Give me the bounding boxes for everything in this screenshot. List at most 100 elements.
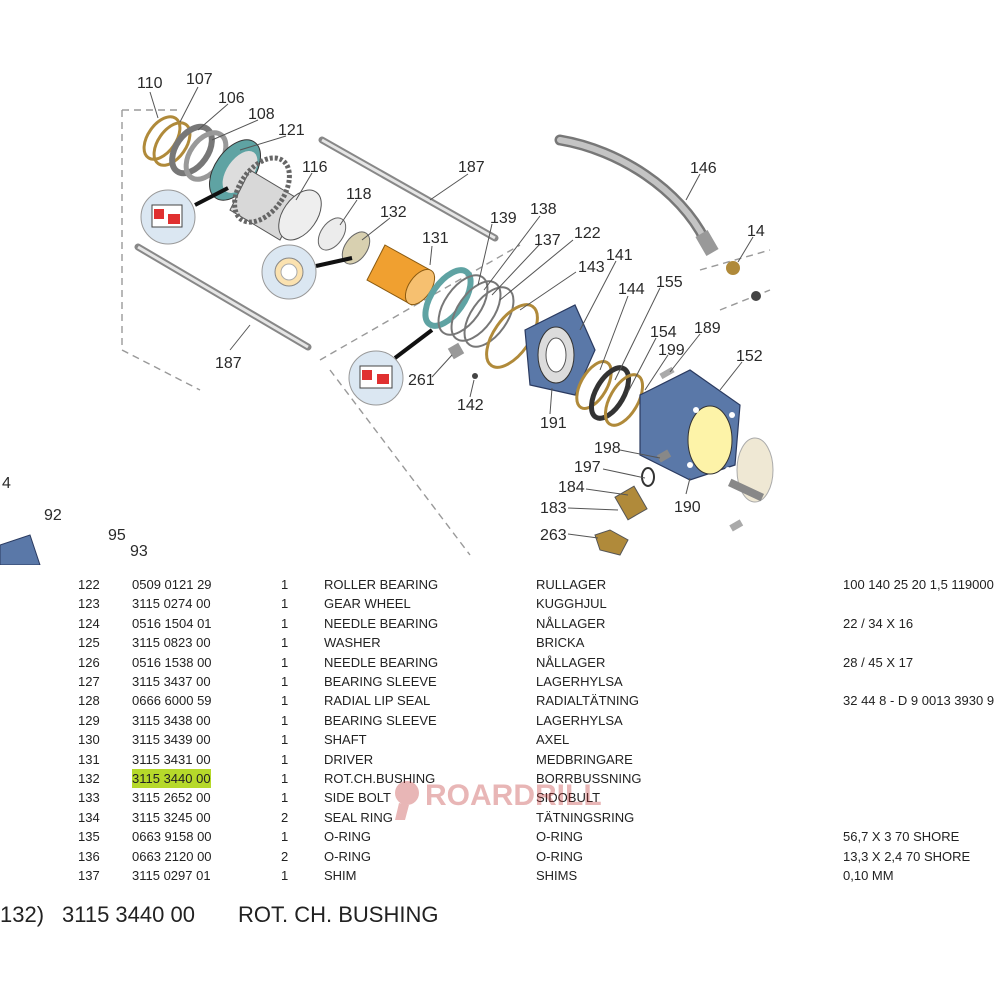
svg-text:ROARDRILL: ROARDRILL xyxy=(425,779,602,812)
svg-text:118: 118 xyxy=(346,186,372,203)
leader-lines xyxy=(149,86,754,539)
part-name-sv: O-RING xyxy=(536,848,583,864)
svg-text:187: 187 xyxy=(215,355,242,372)
part-name-sv: RULLAGER xyxy=(536,577,607,592)
svg-text:263: 263 xyxy=(540,527,567,544)
quantity: 2 xyxy=(281,848,289,864)
part-number: 3115 3431 00 xyxy=(132,751,211,767)
caption-part-number: 3115 3440 00 xyxy=(62,902,195,927)
part-index: 123 xyxy=(78,596,100,612)
part-name-sv: SHIMS xyxy=(536,868,578,883)
gear-116 xyxy=(209,139,322,241)
part-spec: 100 140 25 20 1,5 119000 xyxy=(843,577,994,592)
part-number: 3115 3439 00 xyxy=(132,732,211,748)
svg-text:155: 155 xyxy=(656,274,683,291)
quantity: 1 xyxy=(281,596,289,612)
part-name-en: ROT.CH.BUSHING xyxy=(324,771,436,786)
svg-text:107: 107 xyxy=(186,71,213,88)
svg-text:108: 108 xyxy=(248,106,275,123)
quantity: 1 xyxy=(281,751,289,767)
quantity: 1 xyxy=(281,654,289,670)
part-name-sv: BRICKA xyxy=(536,635,585,651)
part-index: 129 xyxy=(78,712,100,728)
part-spec: 22 / 34 X 16 xyxy=(843,615,914,631)
part-index: 127 xyxy=(78,674,100,689)
part-name-en: SHAFT xyxy=(324,732,367,748)
part-name-sv: KUGGHJUL xyxy=(536,596,607,612)
part-index: 134 xyxy=(78,809,100,825)
rod-187-lower xyxy=(134,243,312,351)
caption-part-name: ROT. CH. BUSHING xyxy=(238,902,439,927)
part-number: 3115 3438 00 xyxy=(132,712,211,728)
svg-text:14: 14 xyxy=(747,223,765,240)
svg-text:116: 116 xyxy=(302,159,328,176)
part-number: 3115 3437 00 xyxy=(132,674,211,689)
quantity: 1 xyxy=(281,868,289,883)
part-name-en: BEARING SLEEVE xyxy=(324,712,437,728)
svg-text:197: 197 xyxy=(574,459,601,476)
quantity: 1 xyxy=(281,771,289,786)
quantity: 1 xyxy=(281,577,289,592)
part-number: 0509 0121 29 xyxy=(132,577,212,592)
exploded-parts-diagram: 110 107 106 108 121 116 187 146 14 118 1… xyxy=(0,71,774,565)
svg-text:184: 184 xyxy=(558,479,585,496)
part-name-sv: O-RING xyxy=(536,829,583,845)
rod-187-upper xyxy=(318,136,499,242)
part-name-sv: TÄTNINGSRING xyxy=(536,809,635,825)
quantity: 1 xyxy=(281,732,289,748)
rings-110-108 xyxy=(142,115,229,182)
inset-bearing-detail-bottom xyxy=(348,328,434,406)
svg-text:93: 93 xyxy=(130,543,148,560)
partial-housing-left xyxy=(0,534,41,565)
svg-text:198: 198 xyxy=(594,440,621,457)
part-name-en: SIDE BOLT xyxy=(324,790,391,806)
part-number: 0516 1504 01 xyxy=(132,615,212,631)
part-name-sv: LAGERHYLSA xyxy=(536,674,623,689)
svg-text:4: 4 xyxy=(2,475,11,492)
svg-text:144: 144 xyxy=(618,281,645,298)
part-name-sv: SIDOBULT xyxy=(536,790,601,806)
part-name-en: DRIVER xyxy=(324,751,374,767)
quantity: 1 xyxy=(281,615,289,631)
part-name-en: NEEDLE BEARING xyxy=(324,654,439,670)
part-name-sv: MEDBRINGARE xyxy=(536,751,633,767)
part-name-sv: AXEL xyxy=(536,732,570,748)
part-number: 3115 0823 00 xyxy=(132,635,211,651)
quantity: 1 xyxy=(281,674,289,689)
part-number: 3115 2652 00 xyxy=(132,790,211,806)
svg-text:191: 191 xyxy=(540,415,567,432)
svg-text:131: 131 xyxy=(422,230,449,247)
svg-text:139: 139 xyxy=(490,210,517,227)
roardrill-watermark-logo: ROARDRILL xyxy=(395,779,602,820)
part-number: 3115 3245 00 xyxy=(132,809,211,825)
svg-text:183: 183 xyxy=(540,500,567,517)
part-name-en: SEAL RING xyxy=(324,809,393,825)
part-spec: 13,3 X 2,4 70 SHORE xyxy=(843,848,971,864)
part-spec: 0,10 MM xyxy=(843,868,894,883)
svg-text:92: 92 xyxy=(44,507,62,524)
part-name-sv: NÅLLAGER xyxy=(536,654,606,670)
part-index: 126 xyxy=(78,654,100,670)
housing-152 xyxy=(639,369,741,481)
sleeve-118 xyxy=(317,217,371,265)
part-index: 124 xyxy=(78,615,100,631)
part-index: 137 xyxy=(78,868,100,883)
part-spec: 56,7 X 3 70 SHORE xyxy=(843,829,960,845)
part-spec: 32 44 8 - D 9 0013 3930 9 xyxy=(843,693,995,709)
